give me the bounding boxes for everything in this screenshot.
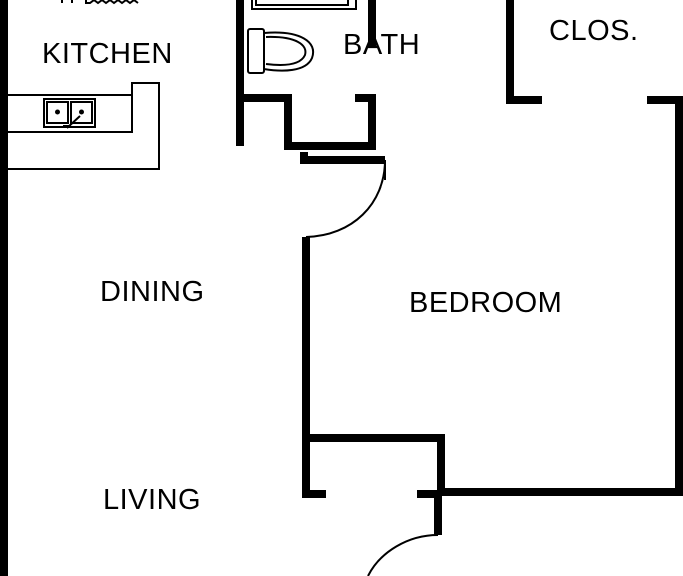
room-label-kitchen: KITCHEN <box>42 38 173 70</box>
room-label-dining: DINING <box>100 276 205 308</box>
stove-icon <box>61 0 139 5</box>
bedroom-wall-bottom <box>306 434 679 496</box>
toilet-icon <box>247 28 315 74</box>
closet-wall <box>506 0 542 104</box>
kitchen-counter <box>5 82 160 170</box>
bedroom-door-swing <box>305 159 386 238</box>
bathtub-icon <box>255 0 349 6</box>
room-label-bedroom: BEDROOM <box>409 287 562 319</box>
double-sink-icon <box>43 98 96 129</box>
bedroom-wall-top <box>300 152 385 164</box>
living-wall-left <box>302 438 326 498</box>
bath-wall-inner <box>240 94 376 150</box>
closet-wall-right <box>647 96 683 496</box>
room-label-living: LIVING <box>103 484 201 516</box>
entry-door-swing <box>367 534 439 576</box>
room-label-bath: BATH <box>343 29 420 61</box>
room-label-closet: CLOS. <box>549 15 639 47</box>
